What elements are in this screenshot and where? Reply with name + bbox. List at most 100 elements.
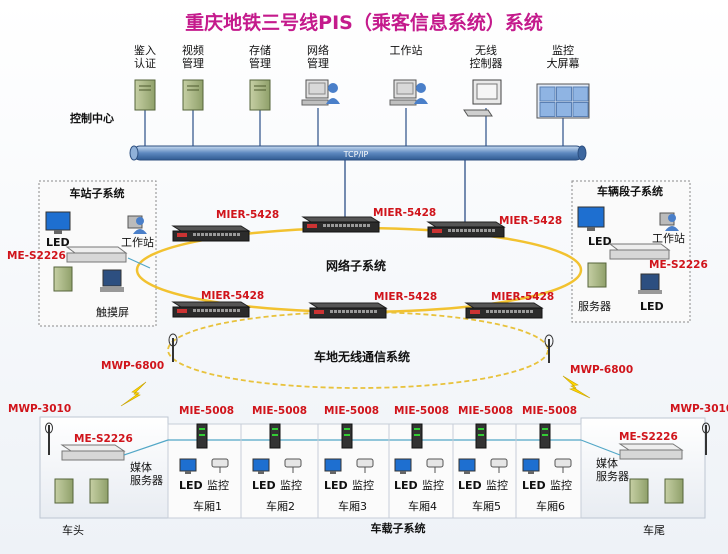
monitor-icon [45,211,71,234]
antenna-icon [45,422,53,455]
tail-server: 媒体服务器 [596,456,629,483]
wireless-ap-left: MWP-6800 [101,360,164,372]
user-icon [127,215,147,234]
car-label: 车厢1 [193,499,222,513]
server-icon [182,79,204,111]
station-switch: ME-S2226 [7,250,66,262]
mier-switch-label: MIER-5428 [216,209,279,221]
cc-node-6: 监控大屏幕 [536,43,590,146]
tail-label: 车尾 [643,523,665,537]
car-camera-label: 监控 [207,478,229,492]
network-label: 网络子系统 [326,258,386,273]
switch-icon [475,423,487,449]
train-label: 车载子系统 [371,521,426,535]
depot-led-2: LED [640,300,664,313]
server-icon [53,266,73,292]
car-camera-label: 监控 [280,478,302,492]
car-switch-label: MIE-5008 [179,405,234,417]
mier-switch-label: MIER-5428 [374,291,437,303]
switch-icon [341,423,353,449]
mier-switch-0: MIER-5428 [171,209,279,242]
station-workstation: 工作站 [121,235,154,249]
cc-node-label: 视频管理 [182,43,204,70]
mier-switch-4: MIER-5428 [308,291,437,319]
cc-node-2: 存储管理 [249,43,271,146]
switch-icon [196,423,208,449]
switch-icon [411,423,423,449]
depot-devices: LED 工作站 ME-S2226 服务器 LED [577,206,708,313]
depot-workstation: 工作站 [652,231,685,245]
server-icon [54,478,74,504]
station-touch: 触摸屏 [96,305,129,319]
car-led: LED [458,479,482,492]
mier-switch-label: MIER-5428 [201,290,264,302]
switch-icon [269,423,281,449]
lightning-icon [562,375,591,399]
server-icon [664,478,684,504]
cc-node-4: 工作站 [389,43,428,146]
switch-icon [65,246,128,263]
monitor-icon [324,458,342,474]
station-led: LED [46,236,70,249]
head-server: 媒体服务器 [130,460,163,487]
mier-switch-label: MIER-5428 [491,291,554,303]
server-icon [587,262,607,288]
switch-icon [608,243,671,260]
camera-icon [490,458,508,473]
antenna-icon [168,333,178,362]
monitor-icon [577,206,605,231]
head-switch: ME-S2226 [74,433,133,445]
monitor-icon [522,458,540,474]
depot-switch: ME-S2226 [649,259,708,271]
car-switch-label: MIE-5008 [324,405,379,417]
car-led: LED [324,479,348,492]
user-icon [659,212,679,231]
cc-node-0: 鉴入认证 [134,44,156,146]
monitor-icon [252,458,270,474]
car-label: 车厢5 [472,499,501,513]
control-center-nodes: 鉴入认证视频管理存储管理网络管理工作站无线控制器监控大屏幕 [134,43,590,146]
car-switch-label: MIE-5008 [522,405,577,417]
mier-switch-label: MIER-5428 [373,207,436,219]
car-camera-label: 监控 [550,478,572,492]
head-car: MWP-3010 ME-S2226 媒体服务器 车头 [8,403,169,537]
lightning-icon [120,381,147,407]
camera-icon [211,458,229,473]
wireless-label: 车地无线通信系统 [314,349,410,364]
station-subsystem: 车站子系统 [38,180,157,327]
wireless-ap-right: MWP-6800 [570,364,633,376]
antenna-icon [544,334,554,363]
car-label: 车厢4 [408,499,437,513]
car-switch-label: MIE-5008 [252,405,307,417]
video-wall-icon [536,83,590,119]
control-center-label: 控制中心 [70,111,114,125]
depot-led-1: LED [588,235,612,248]
cc-node-label: 监控大屏幕 [547,43,580,70]
monitor-icon [638,273,662,294]
server-icon [629,478,649,504]
tail-ap: MWP-3010 [670,403,728,415]
diagram-title: 重庆地铁三号线PIS（乘客信息系统）系统 [185,11,543,34]
cc-node-label: 鉴入认证 [134,44,156,70]
mier-switch-label: MIER-5428 [499,215,562,227]
server-icon [249,79,271,111]
car-led: LED [179,479,203,492]
bus-label: TCP/IP [343,150,369,159]
tail-car: MWP-3010 ME-S2226 媒体服务器 车尾 [580,403,728,537]
mier-switch-2: MIER-5428 [426,215,562,238]
car-label: 车厢3 [338,499,367,513]
car-camera-label: 监控 [486,478,508,492]
car-led: LED [252,479,276,492]
tail-switch: ME-S2226 [619,431,678,443]
cc-node-label: 网络管理 [307,43,329,70]
monitor-icon [394,458,412,474]
depot-title: 车辆段子系统 [597,184,663,198]
camera-icon [554,458,572,473]
